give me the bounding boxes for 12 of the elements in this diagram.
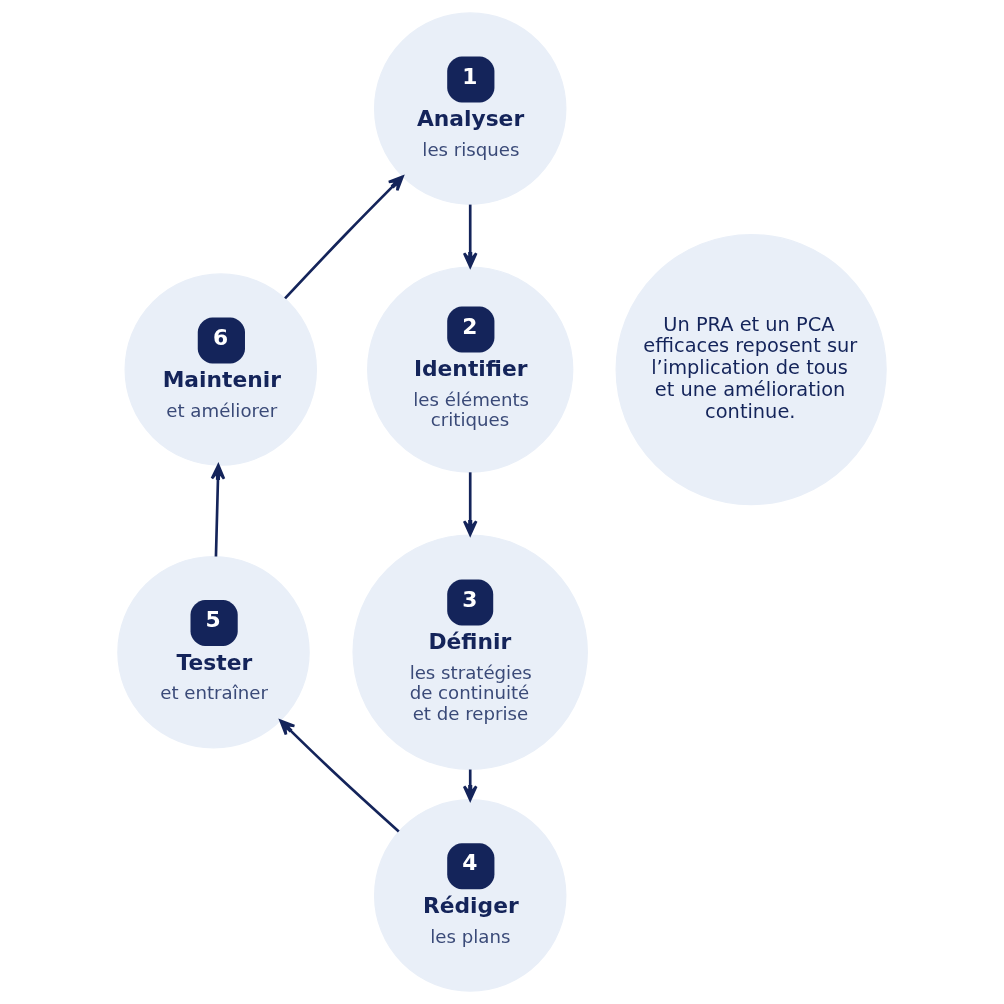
arrow bbox=[462, 204, 478, 268]
node-circle: 3 Définir les stratégies de continuité et de reprise bbox=[352, 534, 588, 770]
arrow bbox=[284, 175, 404, 300]
arrow bbox=[462, 472, 478, 536]
node-circle: 1 Analyser les risques bbox=[373, 12, 567, 205]
arrow bbox=[462, 769, 478, 801]
node-circle: 2 Identifier les éléments critiques bbox=[367, 266, 574, 473]
arrow bbox=[210, 463, 226, 557]
node-circle: 6 Maintenir et améliorer bbox=[124, 273, 318, 466]
node-circle: 4 Rédiger les plans bbox=[373, 799, 567, 992]
arrow bbox=[279, 719, 400, 833]
node-circle: 5 Tester et entraîner bbox=[117, 555, 310, 749]
